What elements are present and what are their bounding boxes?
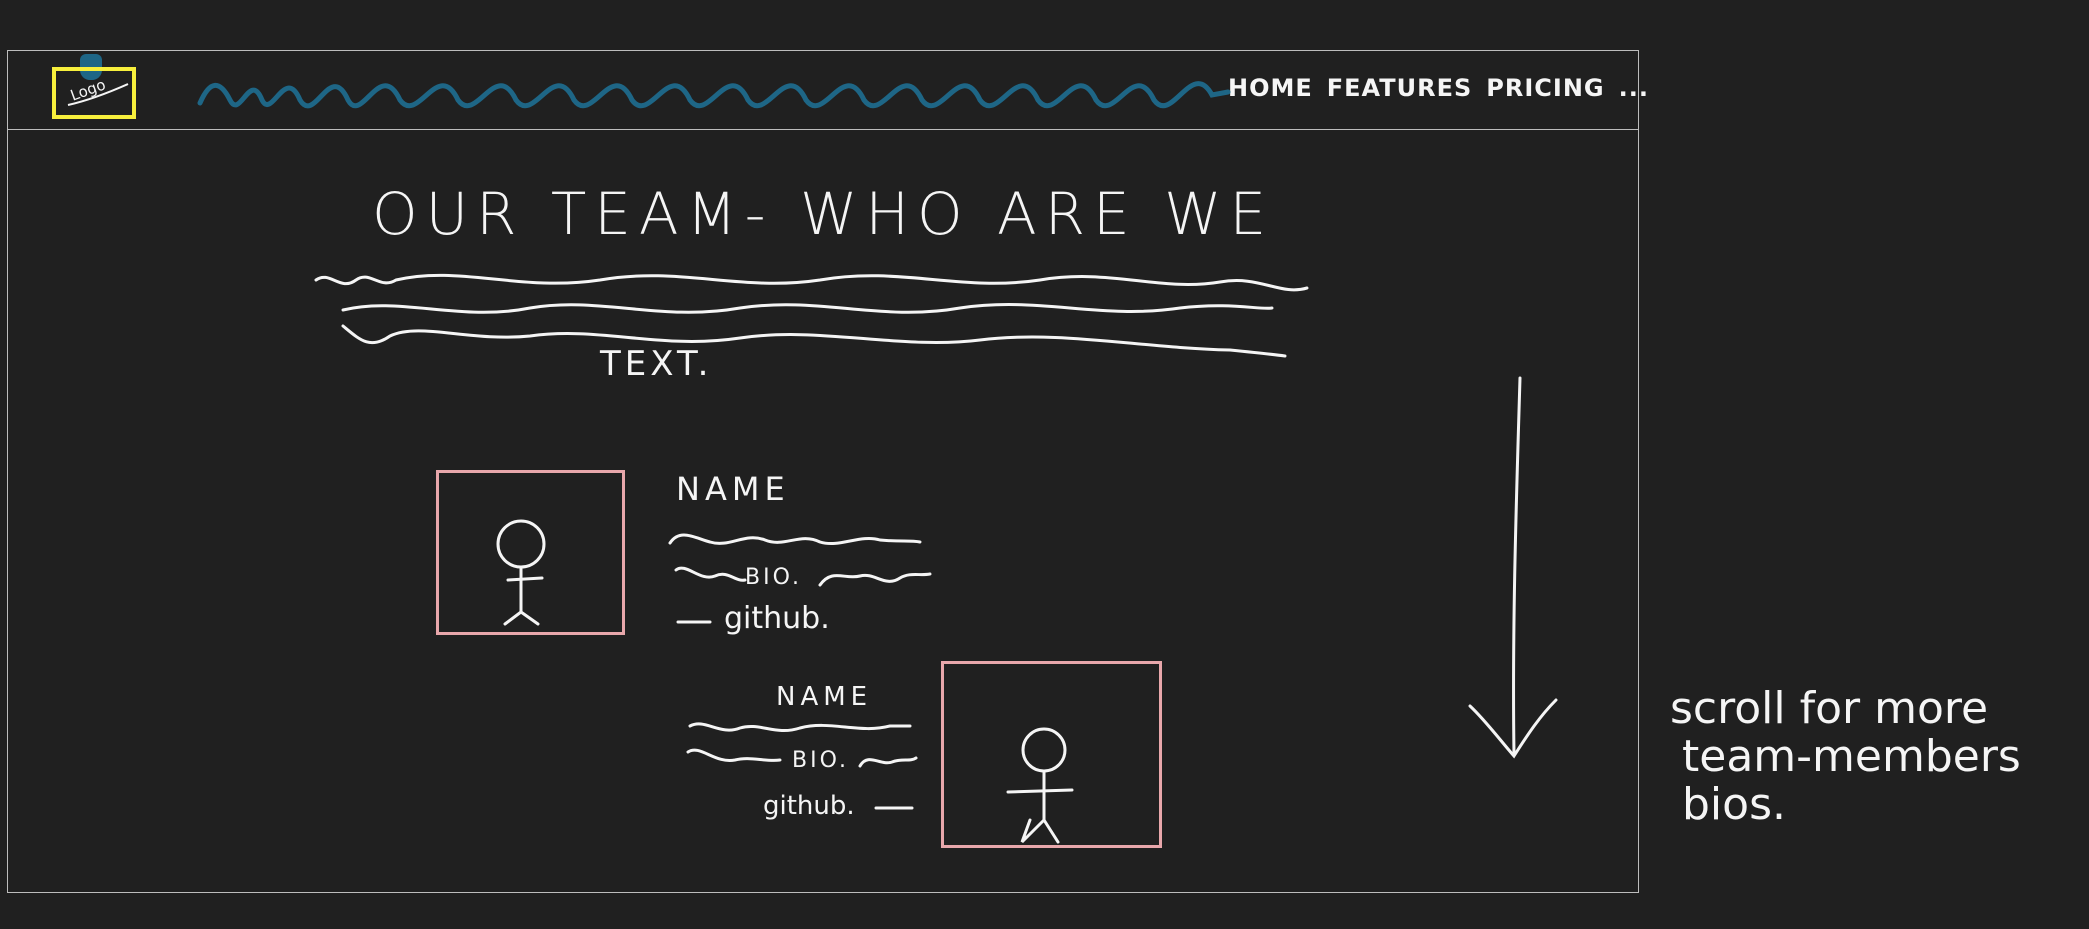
nav-item-home[interactable]: HOME [1228,74,1313,102]
team-member-figure [496,519,546,626]
team-member-bio: BIO. [745,565,802,590]
logo[interactable]: Logo [52,67,136,119]
bio-squiggles [668,533,932,624]
header-bar [7,50,1639,130]
team-member-photo [436,470,625,635]
website-wireframe [7,50,1639,893]
scroll-down-arrow-icon [1468,376,1558,759]
nav-item-pricing[interactable]: PRICING [1486,74,1605,102]
nav-item-features[interactable]: FEATURES [1326,74,1473,102]
scroll-annotation-line: team-members [1682,731,2021,782]
logo-underline [67,83,129,106]
team-member-photo [941,661,1162,848]
scroll-annotation-line: bios. [1682,779,1786,830]
team-member-figure [1006,727,1074,844]
team-member-github-link[interactable]: github. [763,791,855,821]
bio-squiggles [686,722,918,810]
scroll-annotation: scroll for more team-members bios. [1670,685,2021,829]
main-nav: HOME FEATURES PRICING ... [1228,74,1649,102]
team-member-name: NAME [776,682,873,712]
page-title: OUR TEAM- WHO ARE WE [372,180,1275,248]
hero-text-label: TEXT. [600,344,713,384]
team-member-bio: BIO. [792,748,849,773]
hero-text-lines [314,273,1309,358]
nav-squiggle [197,81,1231,109]
team-member-github-link[interactable]: github. [724,601,830,636]
team-member-name: NAME [676,470,790,508]
scroll-annotation-line: scroll for more [1670,683,1989,734]
nav-item-more[interactable]: ... [1618,74,1649,102]
